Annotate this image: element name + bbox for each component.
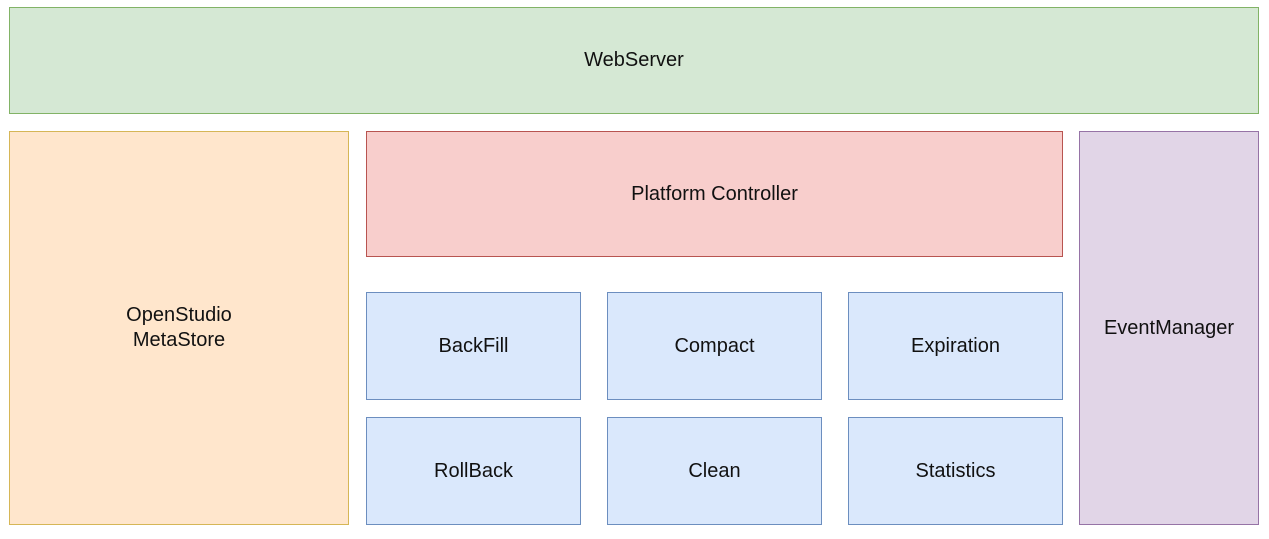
rollback-box: RollBack (366, 417, 581, 525)
platform-controller-box: Platform Controller (366, 131, 1063, 257)
compact-box: Compact (607, 292, 822, 400)
clean-box: Clean (607, 417, 822, 525)
statistics-box: Statistics (848, 417, 1063, 525)
metastore-label: OpenStudio MetaStore (126, 304, 232, 351)
expiration-label: Expiration (911, 334, 1000, 357)
platform-controller-label: Platform Controller (631, 182, 798, 205)
event-manager-box: EventManager (1079, 131, 1259, 525)
statistics-label: Statistics (915, 459, 996, 482)
compact-label: Compact (674, 334, 755, 357)
event-manager-label: EventManager (1103, 316, 1235, 339)
clean-label: Clean (688, 459, 741, 482)
backfill-box: BackFill (366, 292, 581, 400)
expiration-box: Expiration (848, 292, 1063, 400)
backfill-label: BackFill (438, 334, 509, 357)
rollback-label: RollBack (434, 459, 513, 482)
metastore-box: OpenStudio MetaStore (9, 131, 349, 525)
webserver-label: WebServer (584, 49, 684, 71)
webserver-box: WebServer (9, 7, 1259, 114)
